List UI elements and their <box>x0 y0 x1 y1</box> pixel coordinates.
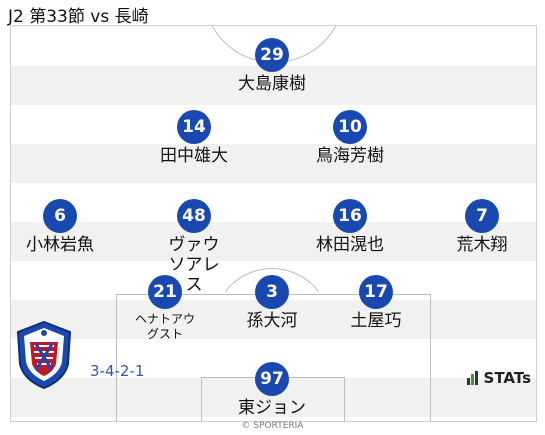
player-7[interactable]: 7 荒木翔 <box>422 199 542 255</box>
player-name: 孫大河 <box>246 311 298 331</box>
player-97[interactable]: 97 東ジョン <box>212 362 332 418</box>
player-number: 48 <box>177 199 211 233</box>
player-name: 大島康樹 <box>238 74 306 94</box>
player-number: 14 <box>177 110 211 144</box>
player-number: 7 <box>465 199 499 233</box>
player-10[interactable]: 10 鳥海芳樹 <box>290 110 410 166</box>
player-6[interactable]: 6 小林岩魚 <box>0 199 120 255</box>
player-number: 10 <box>333 110 367 144</box>
player-14[interactable]: 14 田中雄大 <box>134 110 254 166</box>
player-16[interactable]: 16 林田滉也 <box>290 199 410 255</box>
stats-label: STATs <box>483 369 531 387</box>
pitch-stripe <box>11 222 536 261</box>
stats-bars-icon <box>466 371 479 389</box>
player-name: 荒木翔 <box>456 235 508 255</box>
player-name: ヴァウソアレス <box>168 235 220 295</box>
player-48[interactable]: 48 ヴァウソアレス <box>134 199 254 295</box>
stats-logo: STATs <box>466 369 531 389</box>
player-name: ヘナトアウグスト <box>135 312 196 341</box>
match-title: J2 第33節 vs 長崎 <box>8 7 149 27</box>
player-number: 3 <box>255 275 289 309</box>
player-name: 鳥海芳樹 <box>316 146 384 166</box>
player-number: 16 <box>333 199 367 233</box>
pitch-stripe <box>11 66 536 105</box>
player-name: 田中雄大 <box>160 146 228 166</box>
player-number: 21 <box>148 275 182 309</box>
pitch-stripe <box>11 144 536 183</box>
player-29[interactable]: 29 大島康樹 <box>212 38 332 94</box>
player-17[interactable]: 17 土屋巧 <box>316 275 436 331</box>
ventforet-kofu-crest-icon <box>14 320 74 390</box>
player-3[interactable]: 3 孫大河 <box>212 275 332 331</box>
player-21[interactable]: 21 ヘナトアウグスト <box>105 275 225 342</box>
player-name: 東ジョン <box>238 398 306 418</box>
player-number: 29 <box>255 38 289 72</box>
player-number: 6 <box>43 199 77 233</box>
player-name: 林田滉也 <box>316 235 384 255</box>
formation-label: 3-4-2-1 <box>90 362 145 380</box>
player-name: 小林岩魚 <box>26 235 94 255</box>
player-number: 17 <box>359 275 393 309</box>
player-name: 土屋巧 <box>350 311 402 331</box>
player-number: 97 <box>255 362 289 396</box>
copyright: © SPORTERIA <box>241 421 304 431</box>
